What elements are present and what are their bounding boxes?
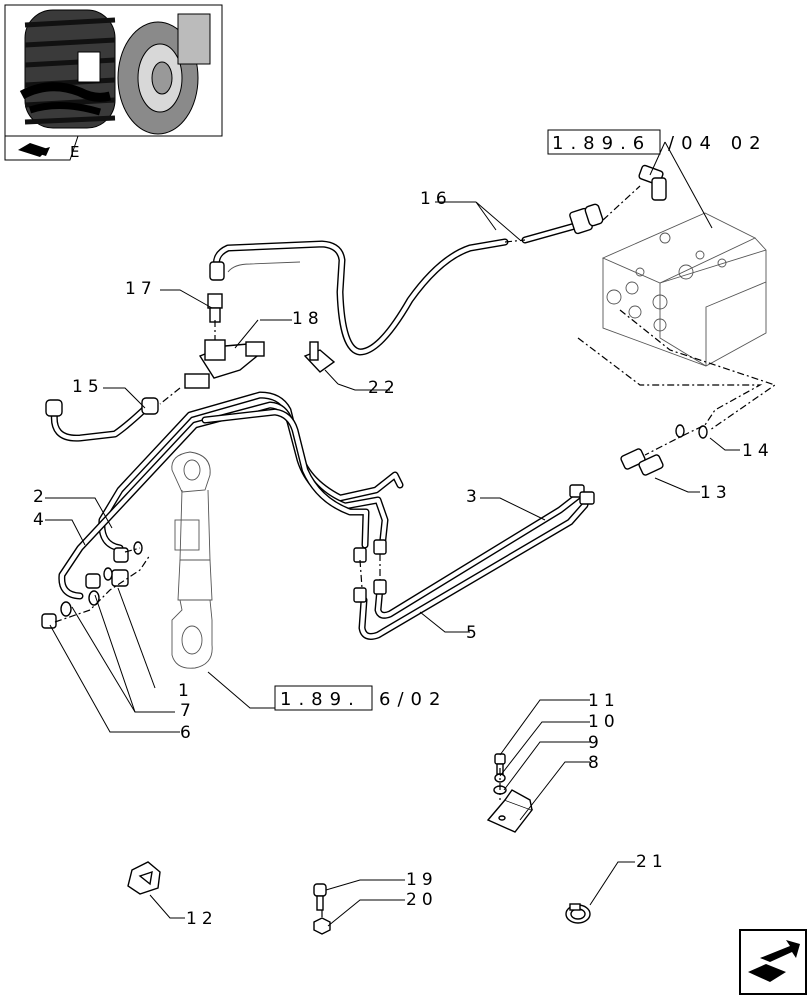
control-valve-block bbox=[601, 212, 767, 367]
connector-13 bbox=[620, 448, 664, 476]
callout-21: 21 bbox=[636, 852, 668, 872]
pipe-end-fittings bbox=[111, 484, 595, 603]
clip-12 bbox=[127, 861, 161, 895]
callout-16: 16 bbox=[420, 189, 452, 209]
callout-7: 7 bbox=[180, 701, 196, 721]
hose-16 bbox=[209, 203, 604, 356]
cylinder-reference-suffix: 6/02 bbox=[379, 689, 447, 710]
callout-10: 10 bbox=[588, 712, 620, 732]
callout-3: 3 bbox=[466, 487, 482, 507]
nut-20 bbox=[313, 917, 331, 935]
next-page-button[interactable] bbox=[739, 929, 807, 995]
valve-reference-boxed: 1.89.6 bbox=[552, 133, 651, 154]
callout-9: 9 bbox=[588, 733, 604, 753]
fitting-17 bbox=[207, 293, 223, 323]
callout-1: 1 bbox=[178, 681, 194, 701]
callout-5: 5 bbox=[466, 623, 482, 643]
book-icon bbox=[18, 143, 50, 157]
callout-15: 15 bbox=[72, 377, 104, 397]
bracket-8 bbox=[486, 789, 534, 833]
callout-13: 13 bbox=[700, 483, 732, 503]
callout-20: 20 bbox=[406, 890, 438, 910]
callout-14: 14 bbox=[742, 441, 774, 461]
clip-22 bbox=[303, 341, 336, 373]
callout-8: 8 bbox=[588, 753, 604, 773]
callout-17: 17 bbox=[125, 279, 157, 299]
thumbnail-tab-label: E bbox=[70, 143, 79, 161]
arrow-turn-icon bbox=[748, 940, 800, 982]
valve-reference-suffix: /04 02 bbox=[668, 133, 768, 154]
lift-cylinder bbox=[171, 451, 213, 669]
callout-11: 11 bbox=[588, 691, 620, 711]
callout-4: 4 bbox=[33, 510, 49, 530]
callout-6: 6 bbox=[180, 723, 196, 743]
leader-lines bbox=[45, 141, 740, 927]
tractor-wheel-image bbox=[19, 9, 211, 135]
pipe-2 bbox=[98, 391, 404, 552]
pipe-extra bbox=[201, 408, 370, 549]
callout-19: 19 bbox=[406, 870, 438, 890]
assembly-lines bbox=[54, 185, 777, 918]
pipe-3 bbox=[374, 492, 582, 619]
callout-12: 12 bbox=[186, 909, 218, 929]
callout-18: 18 bbox=[292, 309, 324, 329]
hose-15 bbox=[45, 397, 159, 442]
valve-reference[interactable]: 1.89.6 /04 02 bbox=[547, 129, 768, 155]
callout-2: 2 bbox=[33, 487, 49, 507]
callout-22: 22 bbox=[368, 378, 400, 398]
cylinder-reference-boxed: 1.89. bbox=[280, 689, 361, 710]
tee-fitting-18 bbox=[184, 339, 265, 389]
tractor-thumbnail: E bbox=[4, 4, 223, 161]
hose-clamp-21 bbox=[565, 903, 591, 924]
bolt-washer-set bbox=[41, 541, 143, 629]
callout-labels: 1 2 3 4 5 6 7 8 9 10 11 12 13 14 15 16 1… bbox=[33, 189, 774, 929]
bolt-19 bbox=[313, 883, 327, 911]
cylinder-reference[interactable]: 1.89. 6/02 bbox=[274, 685, 447, 711]
pipe-5 bbox=[358, 501, 589, 640]
elbow-fitting bbox=[638, 164, 667, 201]
seal-14 bbox=[675, 424, 708, 439]
